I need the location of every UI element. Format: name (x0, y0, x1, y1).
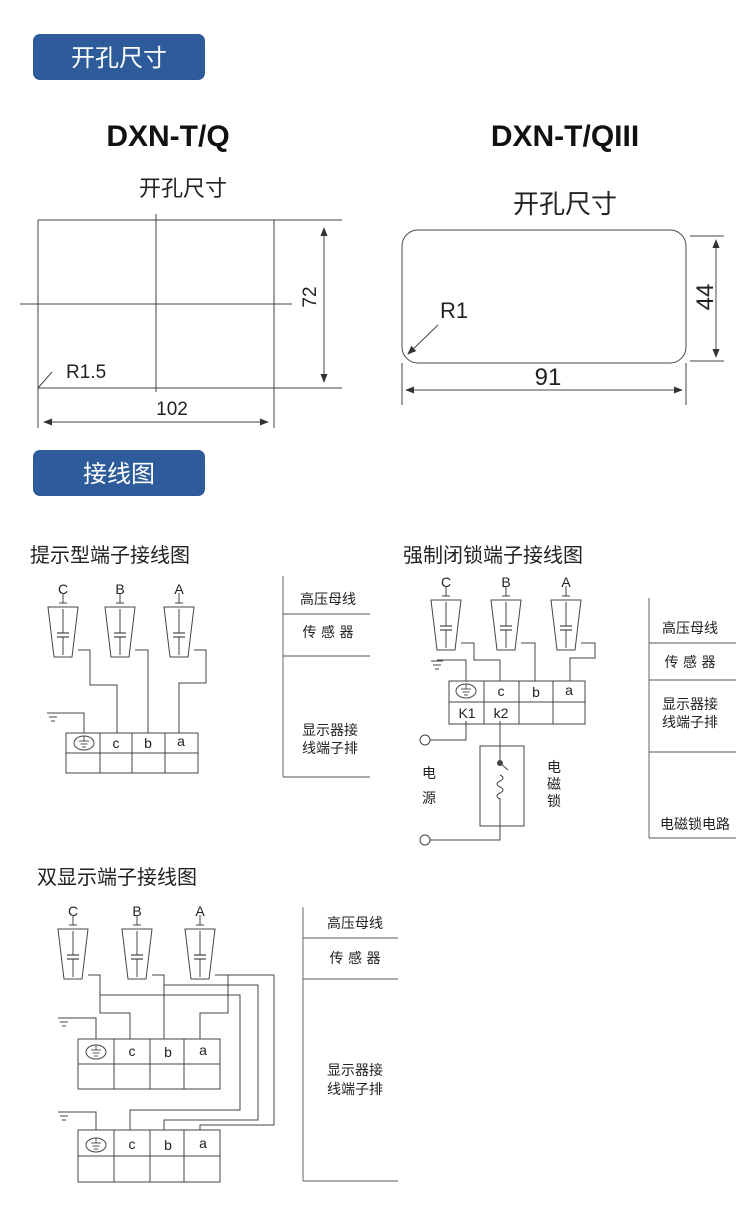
legend-lock (648, 598, 736, 839)
sensor-c (47, 592, 79, 658)
phase-label-a: A (174, 581, 184, 597)
diagram-forced-lock: 强制闭锁端子接线图 C B A c b a K1 k2 (403, 543, 736, 846)
model-name-left: DXN-T/Q (106, 120, 229, 153)
wires-prompt (53, 649, 207, 733)
ground-terminal-icon-lock (455, 683, 477, 699)
legend-display-prompt-2: 线端子排 (302, 741, 358, 757)
legend-busbar-dual: 高压母线 (327, 915, 383, 932)
phase-label-b: B (115, 581, 124, 597)
legend-dual (302, 907, 398, 1182)
terminal-b-prompt: b (144, 735, 152, 751)
terminal-a-dual-1: a (199, 1042, 207, 1058)
phase-label-a: A (195, 903, 205, 919)
sensor-b (104, 592, 136, 658)
electromagnetic-lock (479, 745, 525, 827)
radius-value-left: R1.5 (66, 362, 106, 383)
terminal-b-dual-2: b (164, 1137, 172, 1153)
cutout-caption-left: 开孔尺寸 (139, 177, 227, 202)
legend-sensor-prompt: 传 感 器 (303, 624, 354, 641)
phase-label-b: B (501, 574, 510, 590)
legend-display-dual-1: 显示器接 (327, 1062, 383, 1079)
sensor-b (121, 914, 153, 980)
diagram-title-prompt: 提示型端子接线图 (30, 543, 190, 567)
legend-busbar-prompt: 高压母线 (300, 591, 356, 608)
legend-busbar-lock: 高压母线 (662, 620, 718, 637)
terminal-block-dual-1 (77, 1038, 221, 1090)
phase-label-a: A (561, 574, 571, 590)
lock-label-3: 锁 (547, 794, 561, 810)
legend-display-lock-2: 线端子排 (662, 715, 718, 731)
ground-symbol-dual-1 (57, 1017, 71, 1027)
phase-label-c: C (441, 574, 451, 590)
phase-label-c: C (58, 581, 68, 597)
terminal-k1-lock: K1 (458, 705, 475, 721)
ground-terminal-icon-dual-1 (85, 1044, 107, 1060)
width-value-right: 91 (535, 364, 562, 391)
section-title-wiring: 接线图 (83, 460, 155, 488)
ground-symbol-lock (430, 660, 444, 670)
power-terminal-top (419, 734, 431, 746)
cutout-rounded-rectangle-right (401, 229, 687, 364)
terminal-k2-lock: k2 (494, 705, 509, 721)
phase-label-c: C (68, 903, 78, 919)
radius-leader-right (407, 324, 439, 355)
section-badge-wiring: 接线图 (33, 450, 205, 496)
terminal-block-lock (448, 680, 586, 725)
legend-display-lock-1: 显示器接 (662, 696, 718, 713)
radius-leader-left (37, 371, 53, 389)
lock-label-1: 电 (547, 760, 561, 776)
terminal-a-prompt: a (177, 733, 185, 749)
panel-dxn-t-qiii: DXN-T/QIII 开孔尺寸 44 91 R1 (401, 120, 724, 405)
terminal-c-lock: c (498, 683, 505, 699)
phase-label-b: B (132, 903, 141, 919)
sensor-a (163, 592, 195, 658)
terminal-b-dual-1: b (164, 1044, 172, 1060)
terminal-block-prompt (65, 732, 199, 774)
lock-label-2: 磁 (547, 777, 561, 793)
section-badge-cutout: 开孔尺寸 (33, 34, 205, 80)
cutout-rectangle-left (20, 214, 342, 428)
diagram-dual-display: 双显示端子接线图 C B A c b a (37, 865, 398, 1183)
ground-symbol-dual-2 (57, 1111, 71, 1121)
ground-terminal-icon-dual-2 (85, 1137, 107, 1153)
wires-lock (430, 642, 596, 841)
sensor-a (184, 914, 216, 980)
diagram-title-dual: 双显示端子接线图 (37, 865, 197, 889)
width-value-left: 102 (156, 399, 188, 420)
legend-sensor-lock: 传 感 器 (665, 654, 716, 671)
sensor-c (57, 914, 89, 980)
wires-dual (62, 974, 275, 1130)
ground-terminal-icon-prompt (73, 735, 95, 751)
legend-lock-circuit: 电磁锁电路 (660, 817, 730, 833)
power-terminal-bottom (419, 834, 431, 846)
legend-prompt (282, 576, 370, 778)
height-value-left: 72 (300, 286, 321, 307)
panel-dxn-t-q: DXN-T/Q 开孔尺寸 72 102 R1.5 (20, 120, 342, 428)
diagram-title-lock: 强制闭锁端子接线图 (403, 543, 583, 567)
diagram-prompt-type: 提示型端子接线图 C B A c b a 高 (30, 543, 370, 778)
model-name-right: DXN-T/QIII (491, 120, 639, 153)
terminal-a-lock: a (565, 682, 573, 698)
sensor-a (550, 585, 582, 651)
terminal-a-dual-2: a (199, 1135, 207, 1151)
sensor-c (430, 585, 462, 651)
terminal-c-prompt: c (113, 735, 120, 751)
legend-sensor-dual: 传 感 器 (330, 950, 381, 967)
power-label-1: 电 (422, 766, 436, 782)
ground-symbol-prompt (46, 712, 60, 722)
terminal-c-dual-1: c (129, 1043, 136, 1059)
legend-display-dual-2: 线端子排 (327, 1082, 383, 1098)
cutout-caption-right: 开孔尺寸 (513, 190, 617, 220)
terminal-b-lock: b (532, 684, 540, 700)
sensor-b (490, 585, 522, 651)
section-title-cutout: 开孔尺寸 (71, 44, 167, 72)
power-label-2: 源 (422, 791, 436, 807)
radius-value-right: R1 (440, 298, 468, 323)
height-value-right: 44 (692, 284, 719, 311)
terminal-block-dual-2 (77, 1129, 221, 1183)
terminal-c-dual-2: c (129, 1136, 136, 1152)
legend-display-prompt-1: 显示器接 (302, 722, 358, 739)
